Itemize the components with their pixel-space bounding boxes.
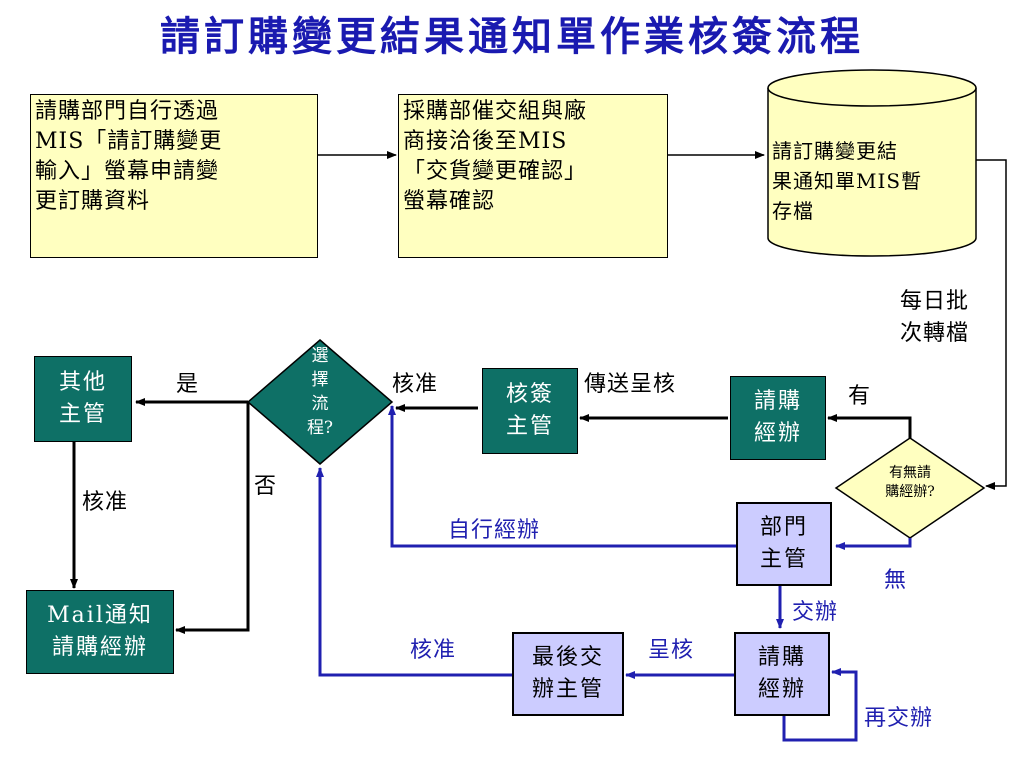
edge-has-requester-handler — [827, 414, 912, 438]
has-label: 有 — [848, 384, 872, 409]
requester-handler-2-box: 請購 經辦 — [734, 632, 830, 716]
approve-label-1: 核准 — [392, 372, 439, 397]
edge-final-choose — [316, 467, 512, 677]
temp-file-cylinder — [767, 69, 977, 257]
choose-flow-label: 選 擇 流 程? — [306, 346, 334, 438]
approve-label-3: 核准 — [410, 638, 457, 663]
yes-label: 是 — [176, 372, 200, 397]
choose-flow-diamond — [246, 339, 394, 465]
no-label: 否 — [254, 474, 278, 499]
assign-label: 交辦 — [792, 600, 839, 625]
approve-label-2: 核准 — [82, 490, 129, 515]
submit-review-label: 呈核 — [648, 638, 695, 663]
step1-box: 請購部門自行透過 MIS「請訂購變更 輸入」螢幕申請變 更訂購資料 — [30, 94, 318, 258]
step2-box: 採購部催交組與廠 商接洽後至MIS 「交貨變更確認」 螢幕確認 — [398, 94, 668, 258]
temp-file-label: 請訂購變更結 果通知單MIS暫 存檔 — [772, 139, 923, 223]
mail-notify-box: Mail通知 請購經辦 — [26, 590, 174, 674]
edge-handler2-loop — [782, 668, 858, 742]
final-manager-box: 最後交 辦主管 — [512, 632, 624, 716]
none-label: 無 — [884, 568, 908, 593]
dept-manager-box: 部門 主管 — [736, 502, 832, 586]
approver-manager-box: 核簽 主管 — [482, 368, 578, 454]
edge-choose-mail — [175, 402, 250, 634]
page-title: 請訂購變更結果通知單作業核簽流程 — [160, 13, 864, 60]
send-review-label: 傳送呈核 — [584, 372, 677, 397]
daily-batch-label: 每日批 次轉檔 — [900, 289, 970, 346]
has-requester-label: 有無請 購經辦? — [885, 465, 935, 500]
edge-tempfile-hasrequester — [976, 159, 1007, 490]
self-handle-label: 自行經辦 — [448, 518, 541, 543]
edge-has-dept — [835, 538, 912, 550]
edge-dept-choose — [388, 405, 736, 548]
other-manager-box: 其他 主管 — [34, 356, 132, 442]
reassign-label: 再交辦 — [864, 706, 934, 731]
requester-handler-box: 請購 經辦 — [730, 376, 826, 460]
